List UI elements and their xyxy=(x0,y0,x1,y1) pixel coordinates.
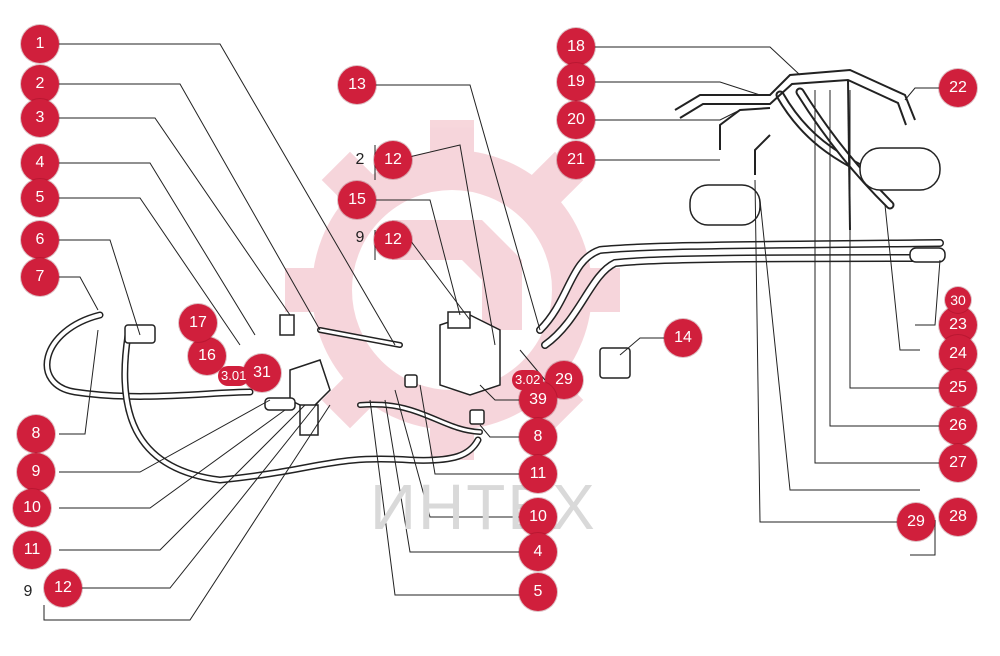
callout-badge: 5 xyxy=(519,573,557,611)
callout-badge: 20 xyxy=(557,101,595,139)
callout-badge: 8 xyxy=(519,418,557,456)
callout-badge: 27 xyxy=(939,444,977,482)
callout-badge: 9 xyxy=(17,453,55,491)
callout-badge: 11 xyxy=(13,531,51,569)
callout-badge: 13 xyxy=(338,66,376,104)
callout-badge: 17 xyxy=(179,304,217,342)
callout-badge: 4 xyxy=(21,144,59,182)
hydraulic-cylinders xyxy=(689,147,946,263)
callout-badge: 6 xyxy=(21,221,59,259)
watermark-text: ИНТЕХ xyxy=(370,471,597,543)
valve-blocks xyxy=(124,311,631,436)
callout-badge: 30 xyxy=(945,287,971,313)
callout-badge: 12 xyxy=(44,569,82,607)
callout-badge: 1 xyxy=(21,25,59,63)
callout-badge: 26 xyxy=(939,407,977,445)
callout-badge: 10 xyxy=(519,498,557,536)
callout-badge: 12 xyxy=(374,221,412,259)
callout-badge: 10 xyxy=(13,489,51,527)
callout-badge: 18 xyxy=(557,28,595,66)
callout-badge: 19 xyxy=(557,63,595,101)
callout-badge: 22 xyxy=(939,69,977,107)
callout-badge: 11 xyxy=(519,455,557,493)
callout-badge: 29 xyxy=(897,503,935,541)
callout-badge: 9 xyxy=(355,229,365,246)
callout-badge: 15 xyxy=(338,181,376,219)
callout-badge: 25 xyxy=(939,369,977,407)
callout-badge: 28 xyxy=(939,498,977,536)
callout-badge: 12 xyxy=(374,141,412,179)
callout-badge: 7 xyxy=(21,258,59,296)
sheet-reference-tag: 3.02 xyxy=(512,370,544,390)
callout-badge: 14 xyxy=(664,319,702,357)
watermark-logo xyxy=(285,120,620,460)
callout-badge: 31 xyxy=(243,354,281,392)
callout-badge: 5 xyxy=(21,179,59,217)
callout-badge: 8 xyxy=(17,415,55,453)
callout-badge: 21 xyxy=(557,141,595,179)
sheet-reference-tag: 3.01 xyxy=(218,366,250,386)
callout-badge: 2 xyxy=(21,65,59,103)
callout-badge: 4 xyxy=(519,533,557,571)
steel-pipes xyxy=(674,68,916,231)
callout-badge: 24 xyxy=(939,335,977,373)
callout-badge: 3 xyxy=(21,99,59,137)
callout-badge: 9 xyxy=(23,583,33,600)
callout-badge: 2 xyxy=(355,151,365,168)
